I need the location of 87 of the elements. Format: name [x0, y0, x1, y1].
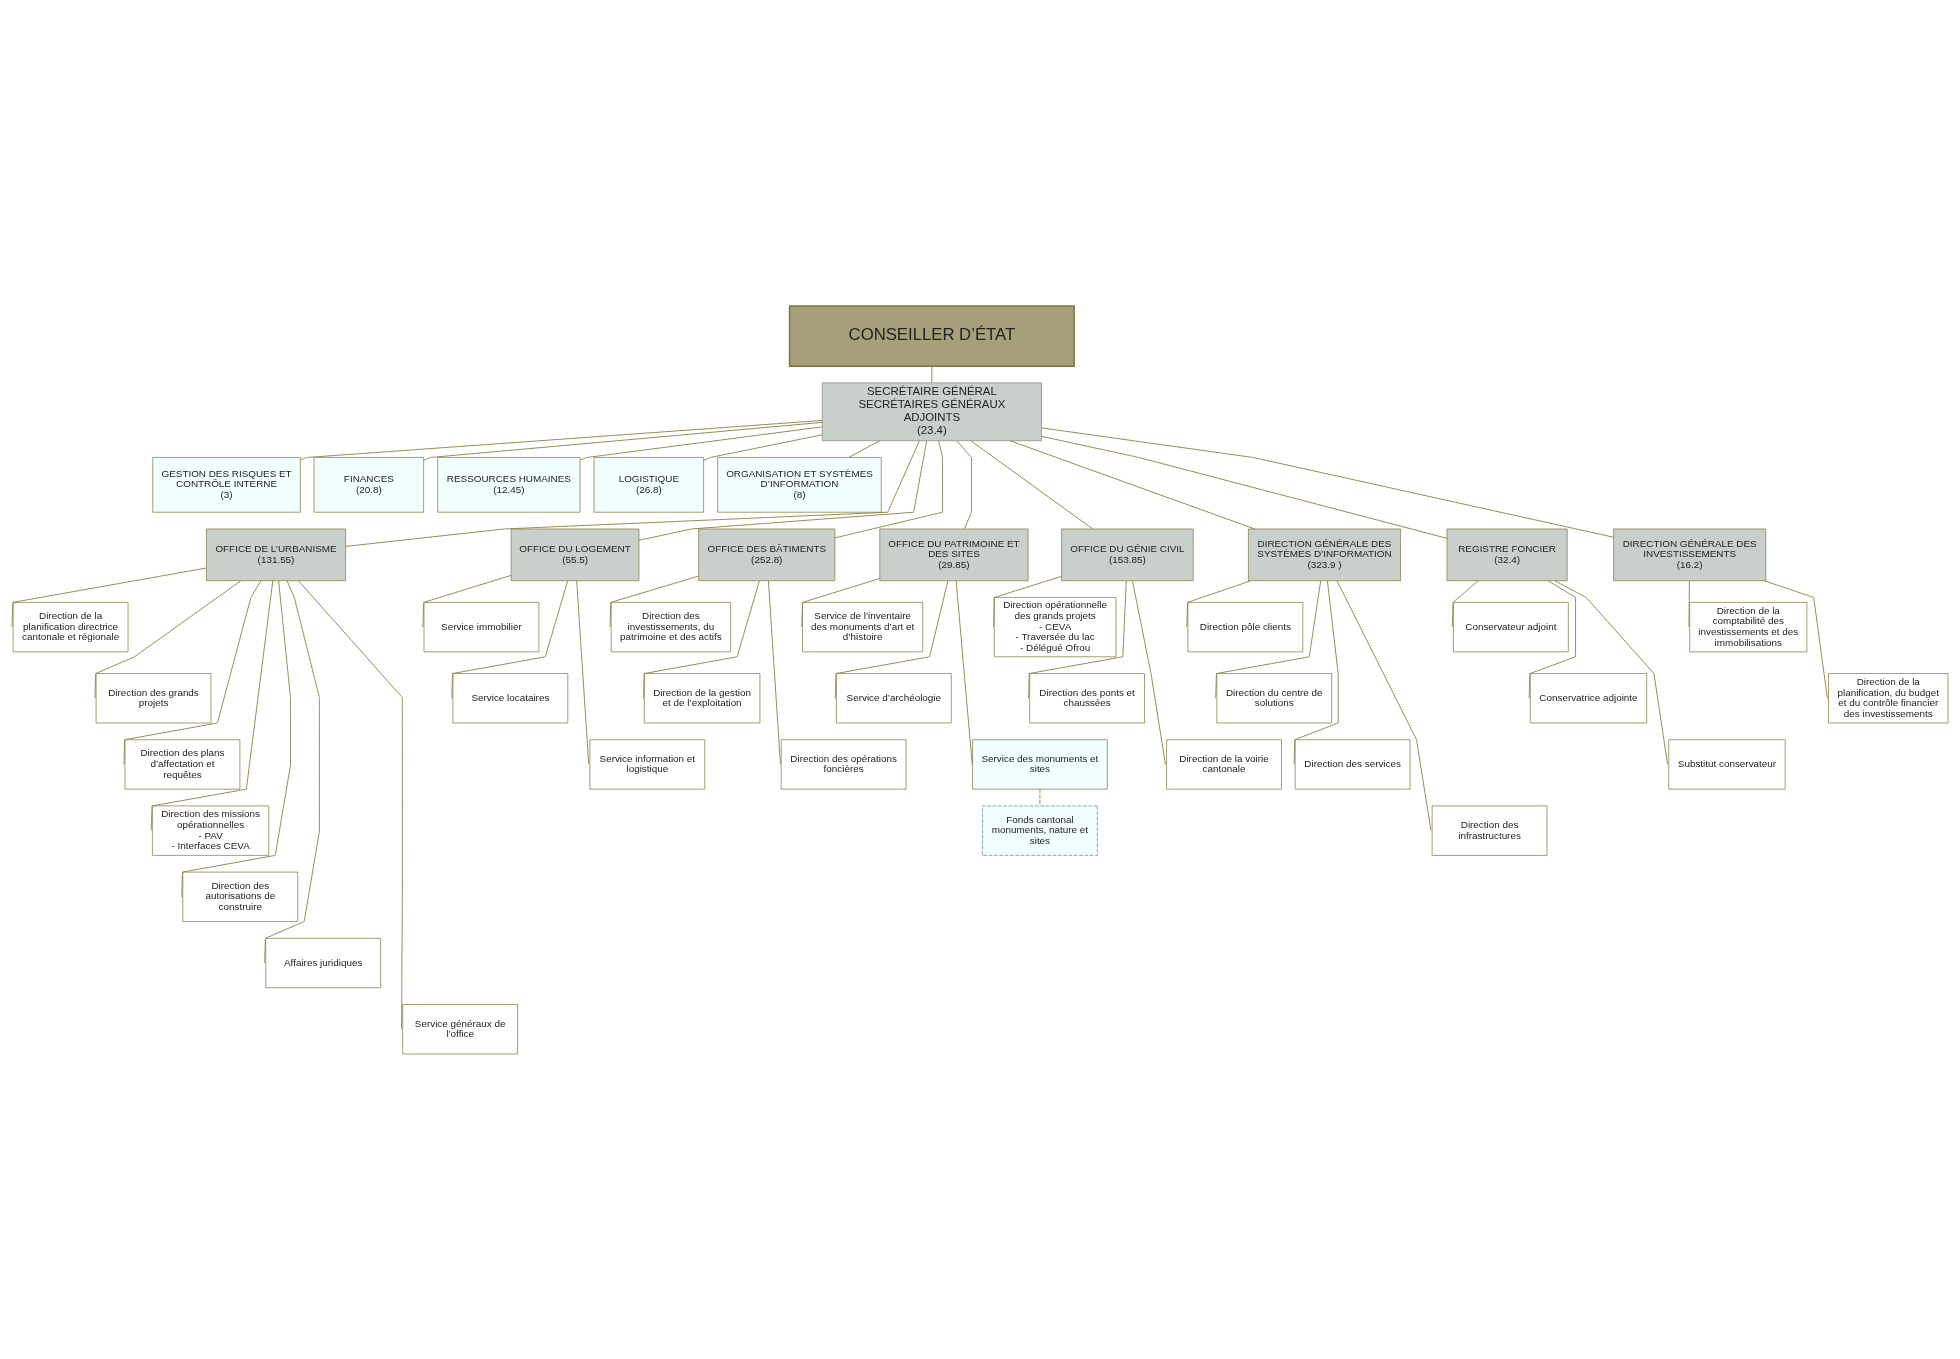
node-box: Direction de la planification directrice cantonale et régionale	[12, 601, 129, 652]
connector	[970, 439, 1094, 529]
connector	[451, 579, 569, 699]
connector	[422, 574, 512, 628]
node-box: GESTION DES RISQUES ET CONTRÔLE INTERNE (3)	[152, 456, 301, 513]
connector	[801, 577, 881, 628]
connector	[638, 439, 928, 541]
connector	[1132, 579, 1166, 765]
connector	[264, 579, 320, 963]
node-box: LOGISTIQUE (26.8)	[593, 456, 704, 513]
connector	[1009, 439, 1256, 529]
connector	[1041, 435, 1448, 539]
node-box: Service information et logistique	[589, 738, 706, 790]
node-box: Conservatrice adjointe	[1529, 672, 1648, 723]
node-box: Direction opérationnelle des grands projets - CEVA - Traversée du lac - Délégué Ofrou	[993, 596, 1117, 657]
node-box: OFFICE DU LOGEMENT (55.5)	[510, 528, 640, 581]
node-box: Direction de la comptabilité des investissements et des immobilisations	[1689, 601, 1808, 652]
connector	[579, 425, 823, 460]
node-box: FINANCES (20.8)	[313, 456, 424, 513]
node-box: OFFICE DU GÉNIE CIVIL (153.85)	[1061, 528, 1194, 581]
node-box: Conservateur adjoint	[1453, 601, 1569, 652]
connector	[1293, 579, 1339, 765]
connector	[11, 567, 207, 628]
node-box: Direction pôle clients	[1187, 601, 1304, 652]
connector	[1336, 579, 1432, 831]
node-box: CONSEILLER D’ÉTAT	[788, 304, 1075, 367]
connector	[150, 579, 274, 831]
node-box: SECRÉTAIRE GÉNÉRAL SECRÉTAIRES GÉNÉRAUX ADJOINTS (23.4)	[821, 382, 1042, 441]
node-box: Direction des missions opérationnelles - PAV - Interfaces CEVA	[152, 805, 270, 856]
connector	[767, 579, 781, 765]
connector	[298, 580, 403, 1030]
node-box: Direction de la voirie cantonale	[1166, 738, 1282, 790]
node-box: Fonds cantonal monuments, nature et sites	[982, 805, 1098, 856]
node-box: Service de l’inventaire des monuments d’art et d’histoire	[802, 601, 924, 652]
node-box: REGISTRE FONCIER (32.4)	[1446, 528, 1568, 581]
node-box: Direction des services	[1294, 738, 1411, 790]
connector	[1039, 788, 1041, 806]
connector	[834, 579, 949, 699]
connector	[1186, 579, 1252, 628]
connector	[181, 580, 291, 897]
node-box: Service des monuments et sites	[972, 738, 1108, 790]
node-box: Direction des plans d’affectation et requêtes	[124, 738, 241, 790]
node-box: OFFICE DU PATRIMOINE ET DES SITES (29.85)	[879, 528, 1029, 581]
node-box: Direction des ponts et chaussées	[1029, 672, 1145, 723]
node-box: Direction de la planification, du budget et du contrôle financier des investissements	[1828, 672, 1949, 723]
connector	[1528, 579, 1576, 699]
node-box: Direction des opérations foncières	[780, 738, 907, 790]
connector	[956, 439, 972, 529]
connector	[576, 579, 590, 765]
connector	[848, 439, 880, 458]
node-box: Service généraux de l’office	[402, 1003, 518, 1054]
connector	[834, 439, 943, 538]
node-box: DIRECTION GÉNÉRALE DES SYSTÈMES D’INFORMATION (323.9 )	[1248, 528, 1401, 581]
connector	[955, 579, 973, 765]
node-box: OFFICE DES BÂTIMENTS (252.8)	[698, 528, 836, 581]
node-box: Direction du centre de solutions	[1216, 672, 1333, 723]
node-box: Direction de la gestion et de l’exploitation	[643, 672, 761, 723]
node-box: Direction des infrastructures	[1431, 805, 1548, 856]
connector	[609, 575, 700, 628]
node-box: RESSOURCES HUMAINES (12.45)	[437, 456, 581, 513]
node-box: Affaires juridiques	[265, 937, 381, 988]
connector	[300, 419, 823, 460]
connector	[931, 365, 933, 383]
node-box: Direction des grands projets	[95, 672, 212, 723]
node-box: Service locataires	[452, 672, 569, 723]
node-box: Substitut conservateur	[1668, 738, 1786, 790]
connector	[703, 433, 823, 461]
connector	[1688, 579, 1690, 628]
connector	[993, 575, 1062, 628]
node-box: Direction des investissements, du patrimoine et des actifs	[610, 601, 731, 652]
connector	[423, 421, 823, 461]
connector	[345, 439, 920, 547]
connector	[123, 579, 262, 765]
connector	[1028, 579, 1127, 699]
node-box: Direction des autorisations de construire	[182, 871, 299, 922]
node-box: DIRECTION GÉNÉRALE DES INVESTISSEMENTS (16.2)	[1613, 528, 1767, 581]
connector	[94, 579, 242, 699]
connector	[1215, 579, 1322, 699]
connector	[1763, 579, 1828, 699]
connector	[1554, 579, 1669, 765]
node-box: Service d’archéologie	[836, 672, 952, 723]
connector	[643, 579, 760, 699]
node-box: ORGANISATION ET SYSTÈMES D’INFORMATION (8)	[717, 456, 882, 513]
connector	[1041, 426, 1614, 538]
connector	[1451, 579, 1479, 628]
node-box: Service immobilier	[423, 601, 540, 652]
node-box: OFFICE DE L’URBANISME (131.55)	[206, 528, 346, 581]
